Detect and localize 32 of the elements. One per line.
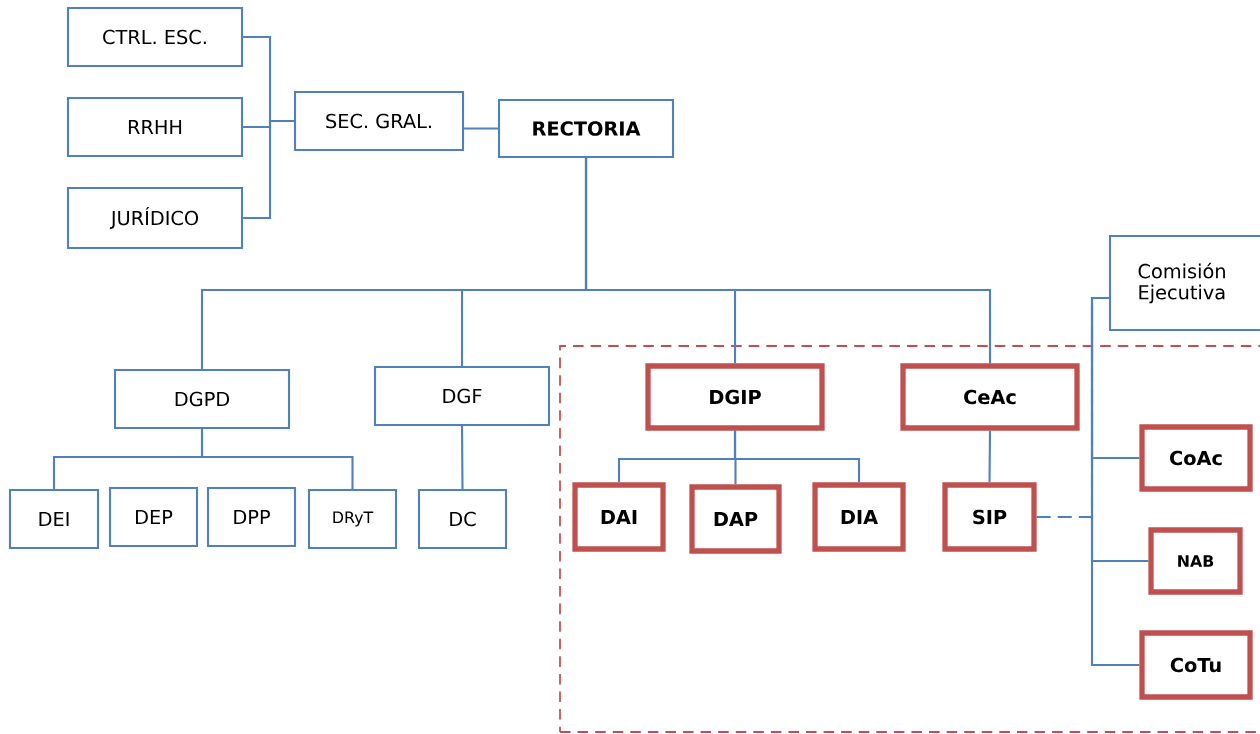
connector-line	[243, 119, 294, 220]
org-box: CeAc	[900, 363, 1080, 431]
connector-line	[464, 127, 498, 130]
connector-line	[988, 430, 992, 483]
dashed-region-box	[559, 345, 1260, 733]
org-box: DAI	[572, 482, 666, 552]
org-box: DPP	[206, 486, 297, 548]
org-box: SIP	[942, 482, 1037, 552]
org-box: DC	[417, 488, 508, 550]
connector-line	[733, 430, 861, 483]
org-box: DGF	[373, 365, 551, 427]
org-box: RECTORIA	[497, 98, 675, 159]
org-box: NAB	[1148, 527, 1243, 595]
org-box: Comisión Ejecutiva	[1108, 234, 1260, 332]
org-box: DRyT	[307, 488, 398, 550]
connector-line	[460, 426, 464, 489]
connector-line	[1090, 296, 1140, 667]
org-box: DEP	[108, 486, 199, 548]
connector-line	[200, 429, 354, 489]
connector-line	[584, 158, 992, 364]
org-box: DAP	[689, 484, 782, 554]
org-box: DEI	[8, 488, 100, 550]
org-box: JURÍDICO	[66, 186, 244, 250]
org-box: DIA	[812, 482, 906, 552]
org-box: DGPD	[113, 368, 291, 430]
org-box: RRHH	[66, 96, 244, 158]
org-box: CoTu	[1139, 630, 1253, 700]
org-box: DGIP	[645, 363, 825, 431]
org-box: CTRL. ESC.	[66, 6, 244, 68]
org-box: SEC. GRAL.	[293, 90, 465, 152]
connector-line	[1036, 296, 1109, 519]
org-box: CoAc	[1139, 424, 1253, 492]
